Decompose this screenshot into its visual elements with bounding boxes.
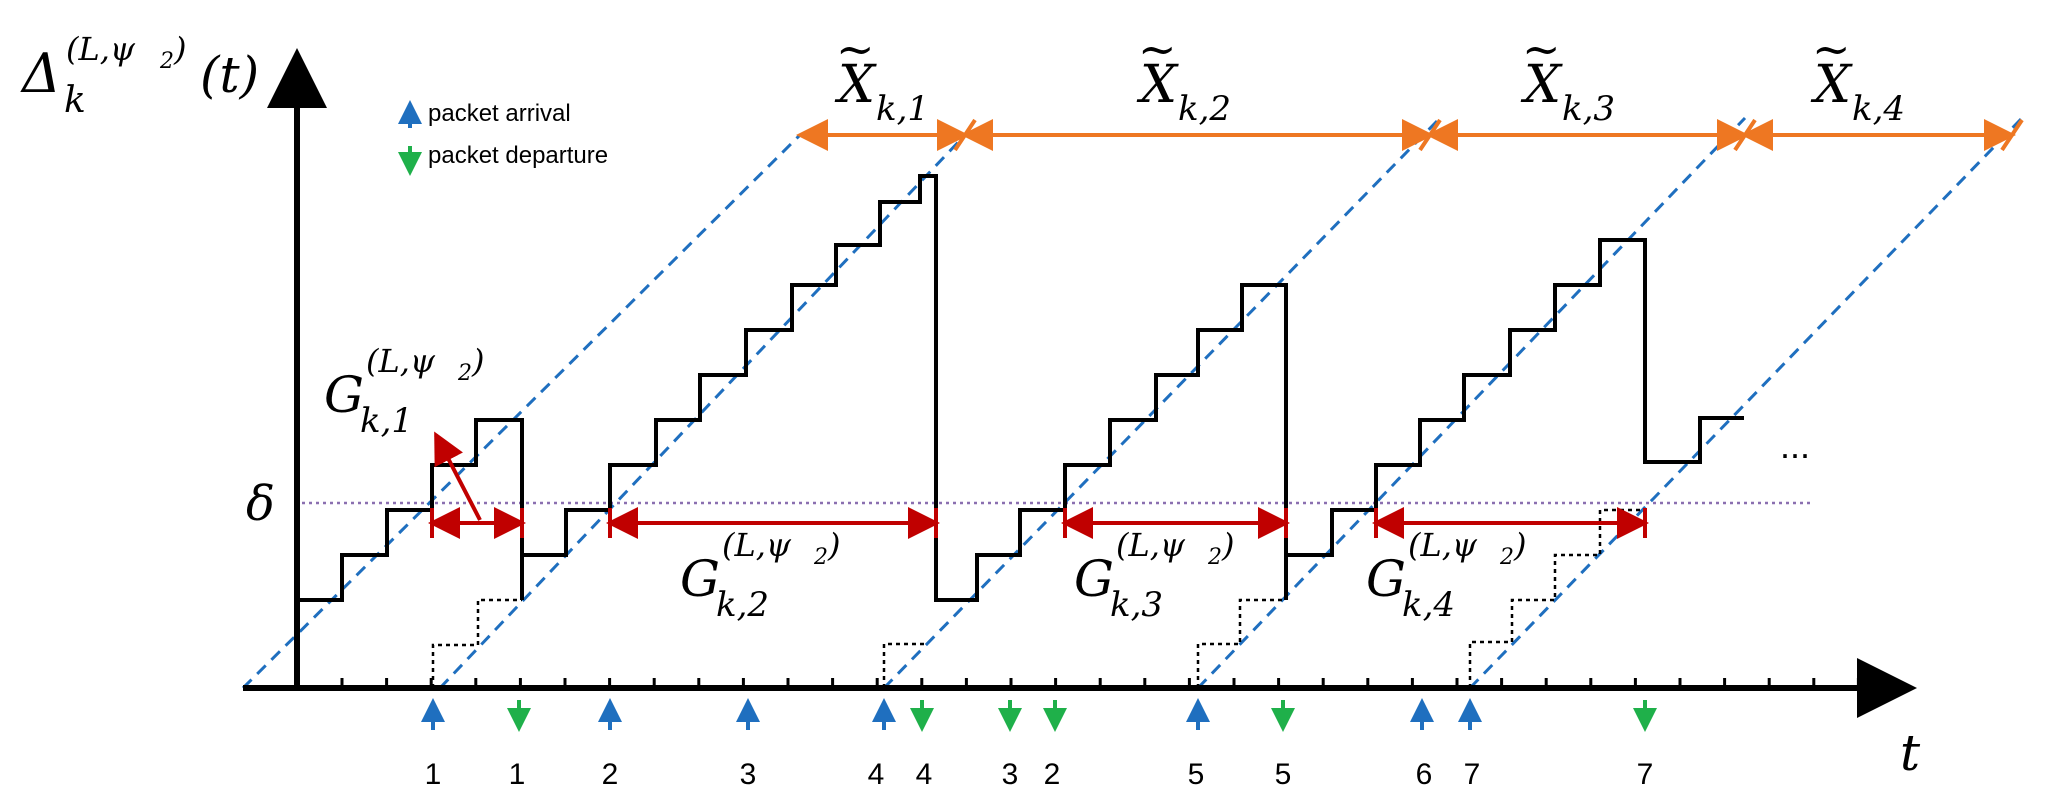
svg-text:G: G [324, 366, 364, 424]
departure-label-4: 4 [916, 758, 933, 791]
g-interval-label-1: G k,1 (L,ψ 2 ) [324, 342, 484, 441]
x-axis-ticks [340, 678, 1860, 688]
g-interval-label-4: G k,4 (L,ψ 2 ) [1366, 526, 1526, 625]
svg-text:G: G [680, 550, 720, 608]
arrival-label-2: 2 [602, 758, 619, 791]
svg-text:X: X [1520, 55, 1563, 115]
x-interval-arrows [796, 118, 2024, 152]
svg-text:k,1: k,1 [876, 89, 929, 129]
svg-text:Δ: Δ [20, 42, 61, 105]
dashed-line [1468, 116, 2024, 690]
svg-text:X: X [834, 55, 877, 115]
dotted-staircases [431, 508, 1645, 688]
svg-text:k: k [64, 80, 86, 121]
arrival-label-6: 6 [1416, 758, 1433, 791]
svg-text:2: 2 [159, 49, 174, 74]
svg-text:(L,ψ: (L,ψ [1408, 526, 1478, 564]
x-boundary-slash [953, 118, 977, 152]
g-pointer-arrow [434, 431, 482, 521]
departure-label-3: 3 [1002, 758, 1019, 791]
legend-arrival-label: packet arrival [428, 100, 571, 127]
svg-text:k,2: k,2 [716, 585, 769, 625]
svg-text:(L,ψ: (L,ψ [1116, 526, 1186, 564]
svg-text:): ) [173, 30, 186, 68]
x-interval-label-3: X ~ k,3 [1520, 22, 1615, 129]
arrival-label-7: 7 [1464, 758, 1481, 791]
svg-text:2: 2 [457, 361, 472, 386]
svg-text:2: 2 [1499, 545, 1514, 570]
svg-text:k,4: k,4 [1852, 89, 1905, 129]
dashed-age-lines [241, 116, 2024, 690]
svg-text:~: ~ [1812, 22, 1851, 76]
svg-text:~: ~ [836, 22, 875, 76]
arrival-label-3: 3 [740, 758, 757, 791]
svg-text:k,3: k,3 [1110, 585, 1163, 625]
svg-text:X: X [1810, 55, 1853, 115]
x-interval-labels: X ~ k,1 X ~ k,2 X ~ k,3 X ~ k,4 [834, 22, 1905, 129]
dashed-line [1196, 116, 1747, 690]
legend: packet arrival packet departure [398, 100, 608, 176]
age-staircase [297, 174, 1744, 602]
x-interval-label-4: X ~ k,4 [1810, 22, 1905, 129]
legend-departure-label: packet departure [428, 142, 608, 169]
x-axis-label: t [1900, 724, 1921, 782]
arrival-label-5: 5 [1188, 758, 1205, 791]
svg-text:): ) [1221, 526, 1234, 564]
svg-text:k,3: k,3 [1562, 89, 1615, 129]
svg-text:(L,ψ: (L,ψ [66, 30, 136, 68]
g-interval-arrows [428, 431, 1649, 539]
svg-text:G: G [1366, 550, 1406, 608]
svg-text:~: ~ [1138, 22, 1177, 76]
dotted-staircase [882, 642, 928, 688]
x-interval-label-1: X ~ k,1 [834, 22, 929, 129]
x-boundary-slash [1418, 118, 1442, 152]
svg-text:k,2: k,2 [1178, 89, 1231, 129]
departure-arrows [507, 700, 1657, 732]
svg-text:(t): (t) [200, 46, 259, 104]
dotted-staircase [431, 598, 522, 688]
threshold-label: δ [246, 476, 275, 532]
svg-text:(L,ψ: (L,ψ [722, 526, 792, 564]
departure-label-5: 5 [1275, 758, 1292, 791]
svg-text:G: G [1074, 550, 1114, 608]
dotted-staircase [1468, 508, 1645, 688]
svg-text:(L,ψ: (L,ψ [366, 342, 436, 380]
y-axis-label: Δ k (L,ψ 2 ) (t) [20, 30, 259, 121]
departure-label-1: 1 [509, 758, 526, 791]
x-boundary-slash [2000, 118, 2024, 152]
svg-text:): ) [827, 526, 840, 564]
dashed-line [438, 133, 967, 690]
svg-text:~: ~ [1522, 22, 1561, 76]
svg-text:): ) [471, 342, 484, 380]
svg-text:X: X [1136, 55, 1179, 115]
dashed-line [241, 133, 802, 690]
g-interval-label-3: G k,3 (L,ψ 2 ) [1074, 526, 1234, 625]
arrival-arrows [421, 698, 1482, 730]
departure-label-2: 2 [1044, 758, 1061, 791]
svg-text:): ) [1513, 526, 1526, 564]
svg-text:k,4: k,4 [1402, 585, 1455, 625]
svg-text:2: 2 [1207, 545, 1222, 570]
svg-text:k,1: k,1 [360, 401, 413, 441]
departure-label-7: 7 [1637, 758, 1654, 791]
arrival-label-4: 4 [868, 758, 885, 791]
dotted-staircase [1196, 598, 1286, 688]
dashed-line [882, 116, 1442, 690]
g-interval-label-2: G k,2 (L,ψ 2 ) [680, 526, 840, 625]
x-interval-label-2: X ~ k,2 [1136, 22, 1231, 129]
arrival-label-1: 1 [425, 758, 442, 791]
x-boundary-slash [1733, 118, 1757, 152]
svg-text:2: 2 [813, 545, 828, 570]
ellipsis: ... [1780, 425, 1810, 466]
g-interval-labels: G k,1 (L,ψ 2 ) G k,2 (L,ψ 2 ) G k,3 (L,ψ… [324, 342, 1526, 625]
